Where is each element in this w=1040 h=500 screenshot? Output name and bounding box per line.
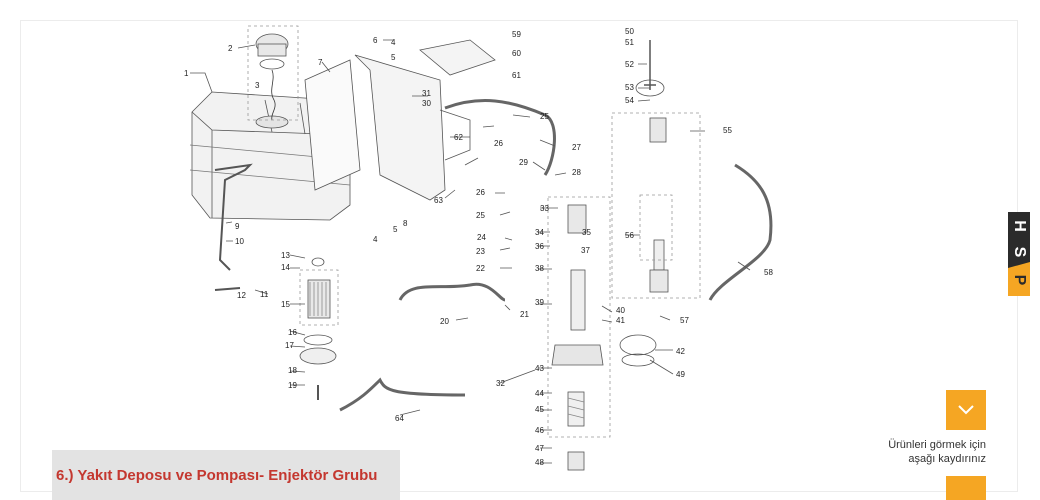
- svg-text:53: 53: [625, 83, 634, 92]
- svg-text:4: 4: [373, 235, 378, 244]
- caption-title: 6.) Yakıt Deposu ve Pompası- Enjektör Gr…: [56, 466, 378, 484]
- svg-text:52: 52: [625, 60, 634, 69]
- svg-text:56: 56: [625, 231, 634, 240]
- svg-text:13: 13: [281, 251, 290, 260]
- svg-text:62: 62: [454, 133, 463, 142]
- accent-strip: [946, 476, 986, 500]
- svg-text:27: 27: [572, 143, 581, 152]
- svg-text:5: 5: [391, 53, 396, 62]
- chevron-down-icon: [958, 405, 974, 415]
- svg-text:24: 24: [477, 233, 486, 242]
- svg-text:45: 45: [535, 405, 544, 414]
- svg-text:39: 39: [535, 298, 544, 307]
- svg-text:15: 15: [281, 300, 290, 309]
- svg-text:34: 34: [535, 228, 544, 237]
- svg-text:48: 48: [535, 458, 544, 467]
- svg-text:36: 36: [535, 242, 544, 251]
- svg-text:57: 57: [680, 316, 689, 325]
- svg-text:2: 2: [228, 44, 233, 53]
- svg-text:28: 28: [572, 168, 581, 177]
- svg-text:3: 3: [255, 81, 260, 90]
- svg-text:9: 9: [235, 222, 240, 231]
- svg-text:20: 20: [440, 317, 449, 326]
- svg-text:30: 30: [422, 99, 431, 108]
- svg-text:5: 5: [393, 225, 398, 234]
- svg-text:14: 14: [281, 263, 290, 272]
- svg-text:63: 63: [434, 196, 443, 205]
- svg-text:49: 49: [676, 370, 685, 379]
- svg-text:25: 25: [540, 112, 549, 121]
- svg-text:11: 11: [260, 290, 269, 299]
- svg-text:47: 47: [535, 444, 544, 453]
- svg-text:1: 1: [184, 69, 189, 78]
- svg-text:54: 54: [625, 96, 634, 105]
- scroll-hint-line2: aşağı kaydırınız: [908, 453, 986, 465]
- scroll-hint-line1: Ürünleri görmek için: [888, 439, 986, 451]
- svg-text:33: 33: [540, 204, 549, 213]
- svg-text:46: 46: [535, 426, 544, 435]
- svg-text:21: 21: [520, 310, 529, 319]
- svg-text:59: 59: [512, 30, 521, 39]
- svg-text:10: 10: [235, 237, 244, 246]
- svg-text:26: 26: [476, 188, 485, 197]
- logo-letter-h: H: [1011, 220, 1028, 232]
- svg-text:40: 40: [616, 306, 625, 315]
- svg-text:58: 58: [764, 268, 773, 277]
- content-frame: [20, 20, 1018, 492]
- svg-text:12: 12: [237, 291, 246, 300]
- scroll-down-button[interactable]: [946, 390, 986, 430]
- svg-text:60: 60: [512, 49, 521, 58]
- svg-text:43: 43: [535, 364, 544, 373]
- svg-text:6: 6: [373, 36, 378, 45]
- svg-text:55: 55: [723, 126, 732, 135]
- scroll-hint: Ürünleri görmek için aşağı kaydırınız: [840, 438, 986, 466]
- svg-text:61: 61: [512, 71, 521, 80]
- svg-text:44: 44: [535, 389, 544, 398]
- svg-text:16: 16: [288, 328, 297, 337]
- svg-text:42: 42: [676, 347, 685, 356]
- svg-text:8: 8: [403, 219, 408, 228]
- svg-text:31: 31: [422, 89, 431, 98]
- svg-text:18: 18: [288, 366, 297, 375]
- svg-text:17: 17: [285, 341, 294, 350]
- svg-text:23: 23: [476, 247, 485, 256]
- hsp-logo: H S P: [1008, 212, 1030, 296]
- svg-text:7: 7: [318, 58, 323, 67]
- svg-text:51: 51: [625, 38, 634, 47]
- svg-text:19: 19: [288, 381, 297, 390]
- logo-letter-s: S: [1011, 247, 1028, 258]
- svg-text:50: 50: [625, 27, 634, 36]
- svg-text:29: 29: [519, 158, 528, 167]
- svg-text:32: 32: [496, 379, 505, 388]
- svg-text:64: 64: [395, 414, 404, 423]
- svg-text:38: 38: [535, 264, 544, 273]
- svg-text:4: 4: [391, 38, 396, 47]
- svg-text:26: 26: [494, 139, 503, 148]
- svg-text:22: 22: [476, 264, 485, 273]
- svg-text:25: 25: [476, 211, 485, 220]
- section-caption: 6.) Yakıt Deposu ve Pompası- Enjektör Gr…: [52, 450, 400, 500]
- svg-text:35: 35: [582, 228, 591, 237]
- svg-text:37: 37: [581, 246, 590, 255]
- svg-text:41: 41: [616, 316, 625, 325]
- logo-letter-p: P: [1011, 275, 1028, 286]
